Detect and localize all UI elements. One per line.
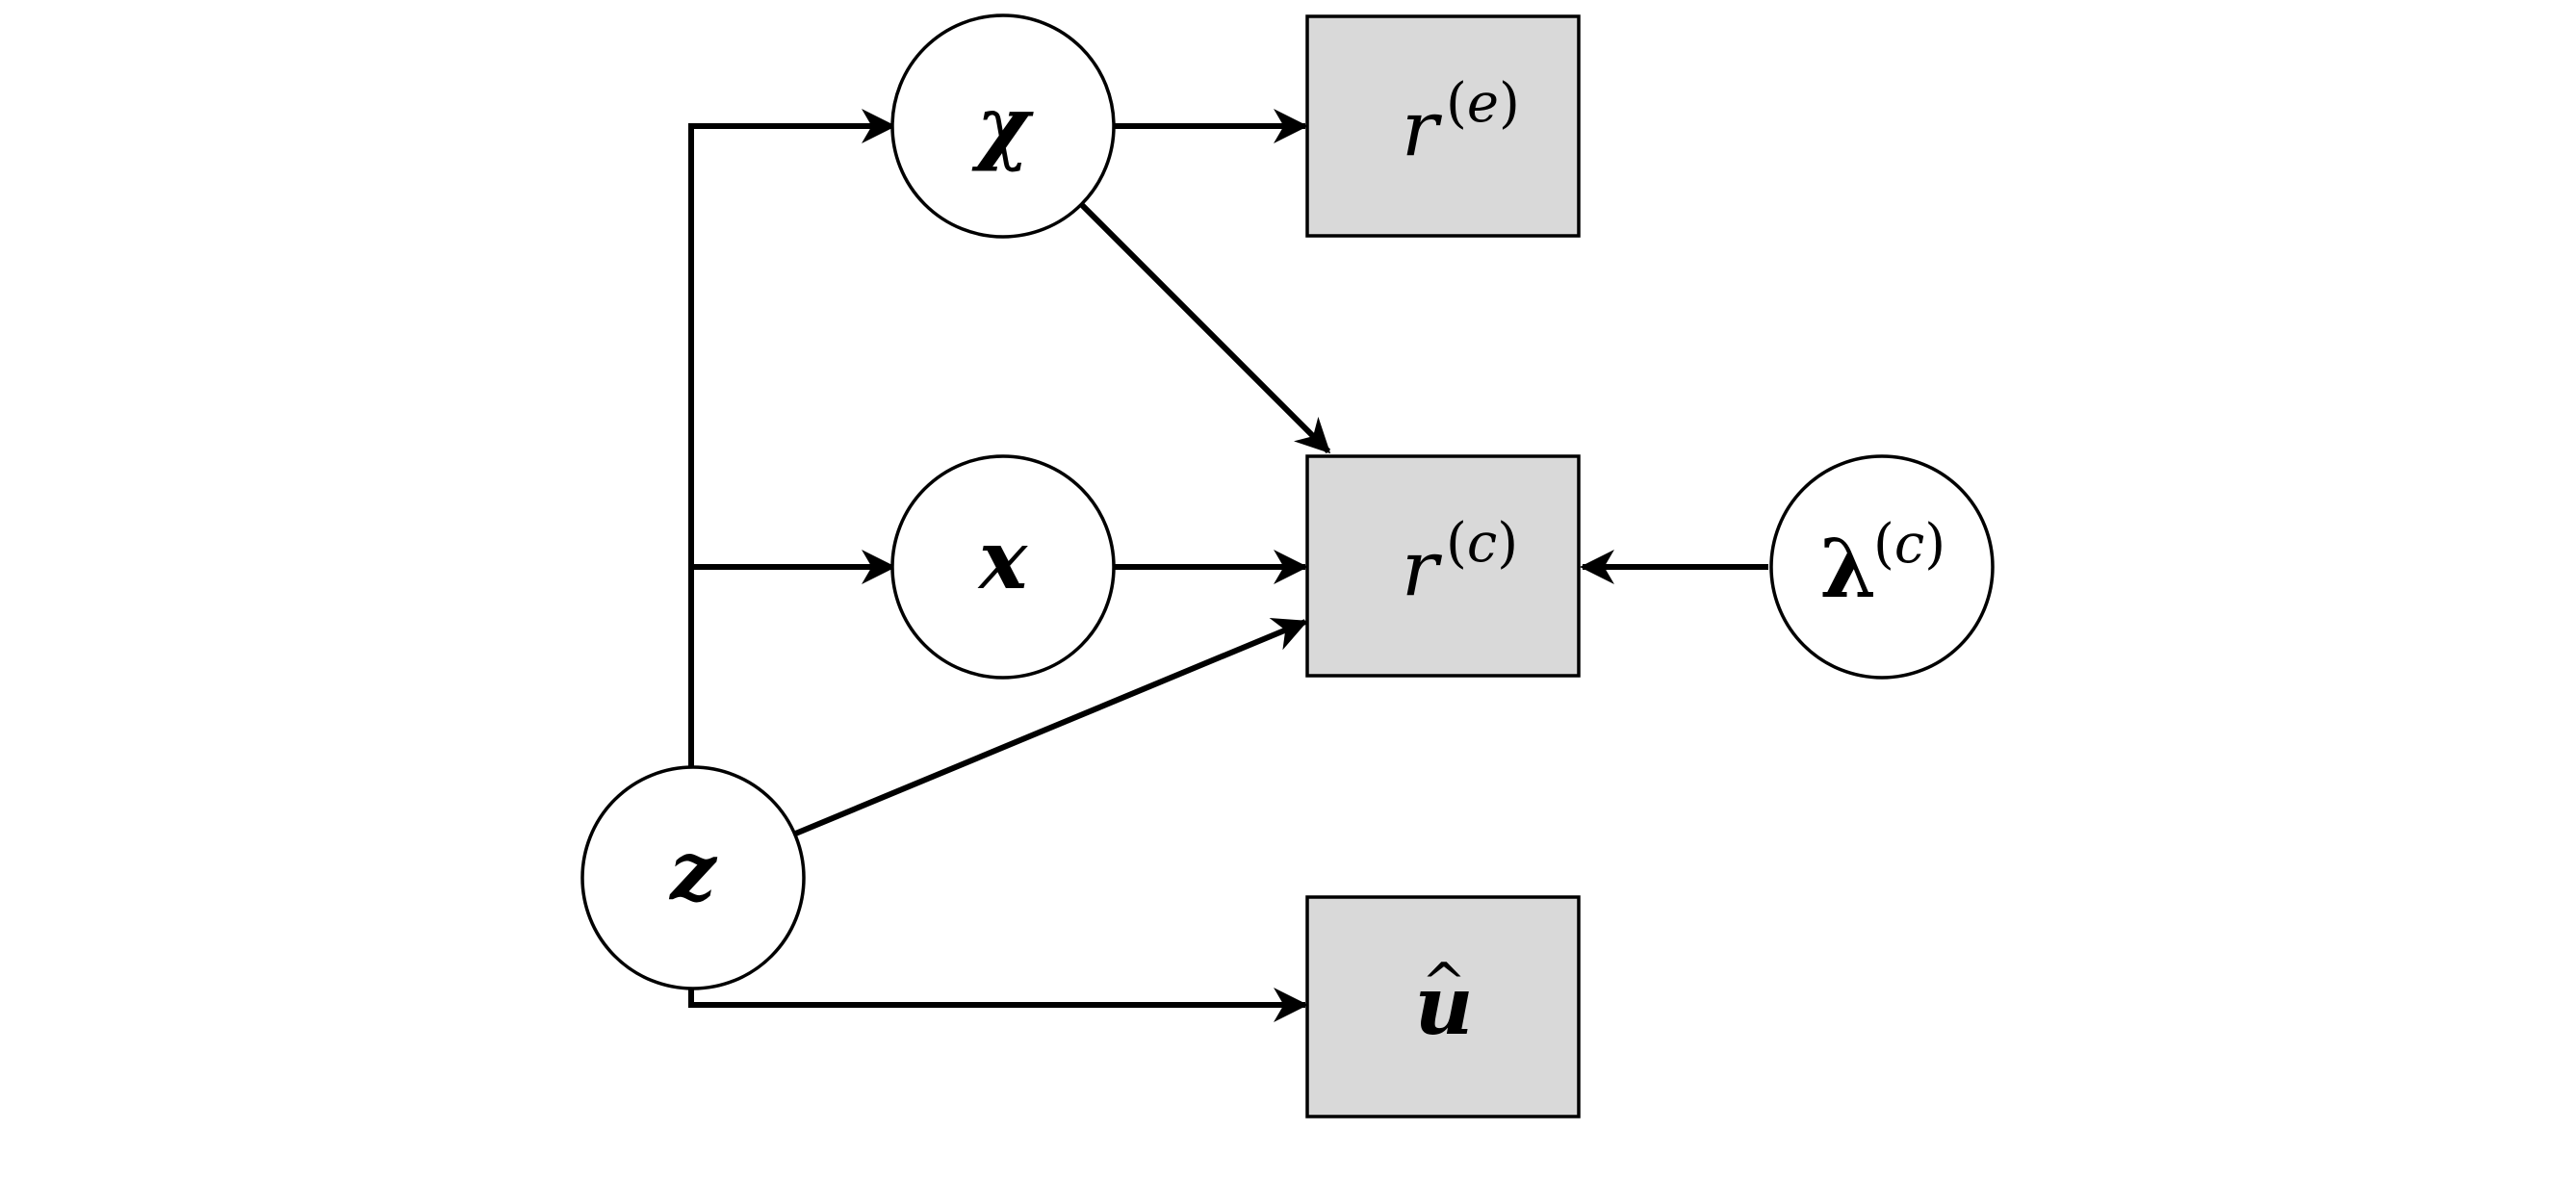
edge-z-to-chi [688, 109, 896, 770]
node-box [1305, 895, 1581, 1118]
node-z: z [580, 765, 806, 990]
edges [688, 109, 1768, 1022]
node-accent: ^ [1422, 952, 1467, 1015]
node-label: λ [1820, 521, 1877, 616]
node-label: r [1402, 84, 1443, 173]
node-label: r [1402, 524, 1443, 613]
edge-z-to-u-hat [688, 985, 1308, 1022]
node-r-e: r (e) [1305, 14, 1581, 238]
node-label: u [1414, 958, 1473, 1053]
node-superscript: (c) [1873, 513, 1945, 576]
node-box [1305, 14, 1581, 238]
edge-chi-to-r-c [1077, 200, 1331, 454]
node-label: z [668, 823, 718, 918]
node-circle [580, 765, 806, 990]
node-superscript: (c) [1446, 512, 1518, 575]
node-x: x [890, 454, 1116, 680]
node-label: χ [971, 78, 1034, 173]
node-superscript: (e) [1446, 72, 1520, 135]
node-r-c: r (c) [1305, 454, 1581, 678]
node-label: x [977, 512, 1028, 607]
node-circle [890, 454, 1116, 680]
node-lambda-c: λ (c) [1769, 454, 1995, 680]
node-circle [1769, 454, 1995, 680]
node-box [1305, 454, 1581, 678]
edge-z-to-r-c [791, 618, 1308, 837]
node-u-hat: u ^ [1305, 895, 1581, 1118]
node-circle [890, 13, 1116, 239]
node-chi: χ [890, 13, 1116, 239]
